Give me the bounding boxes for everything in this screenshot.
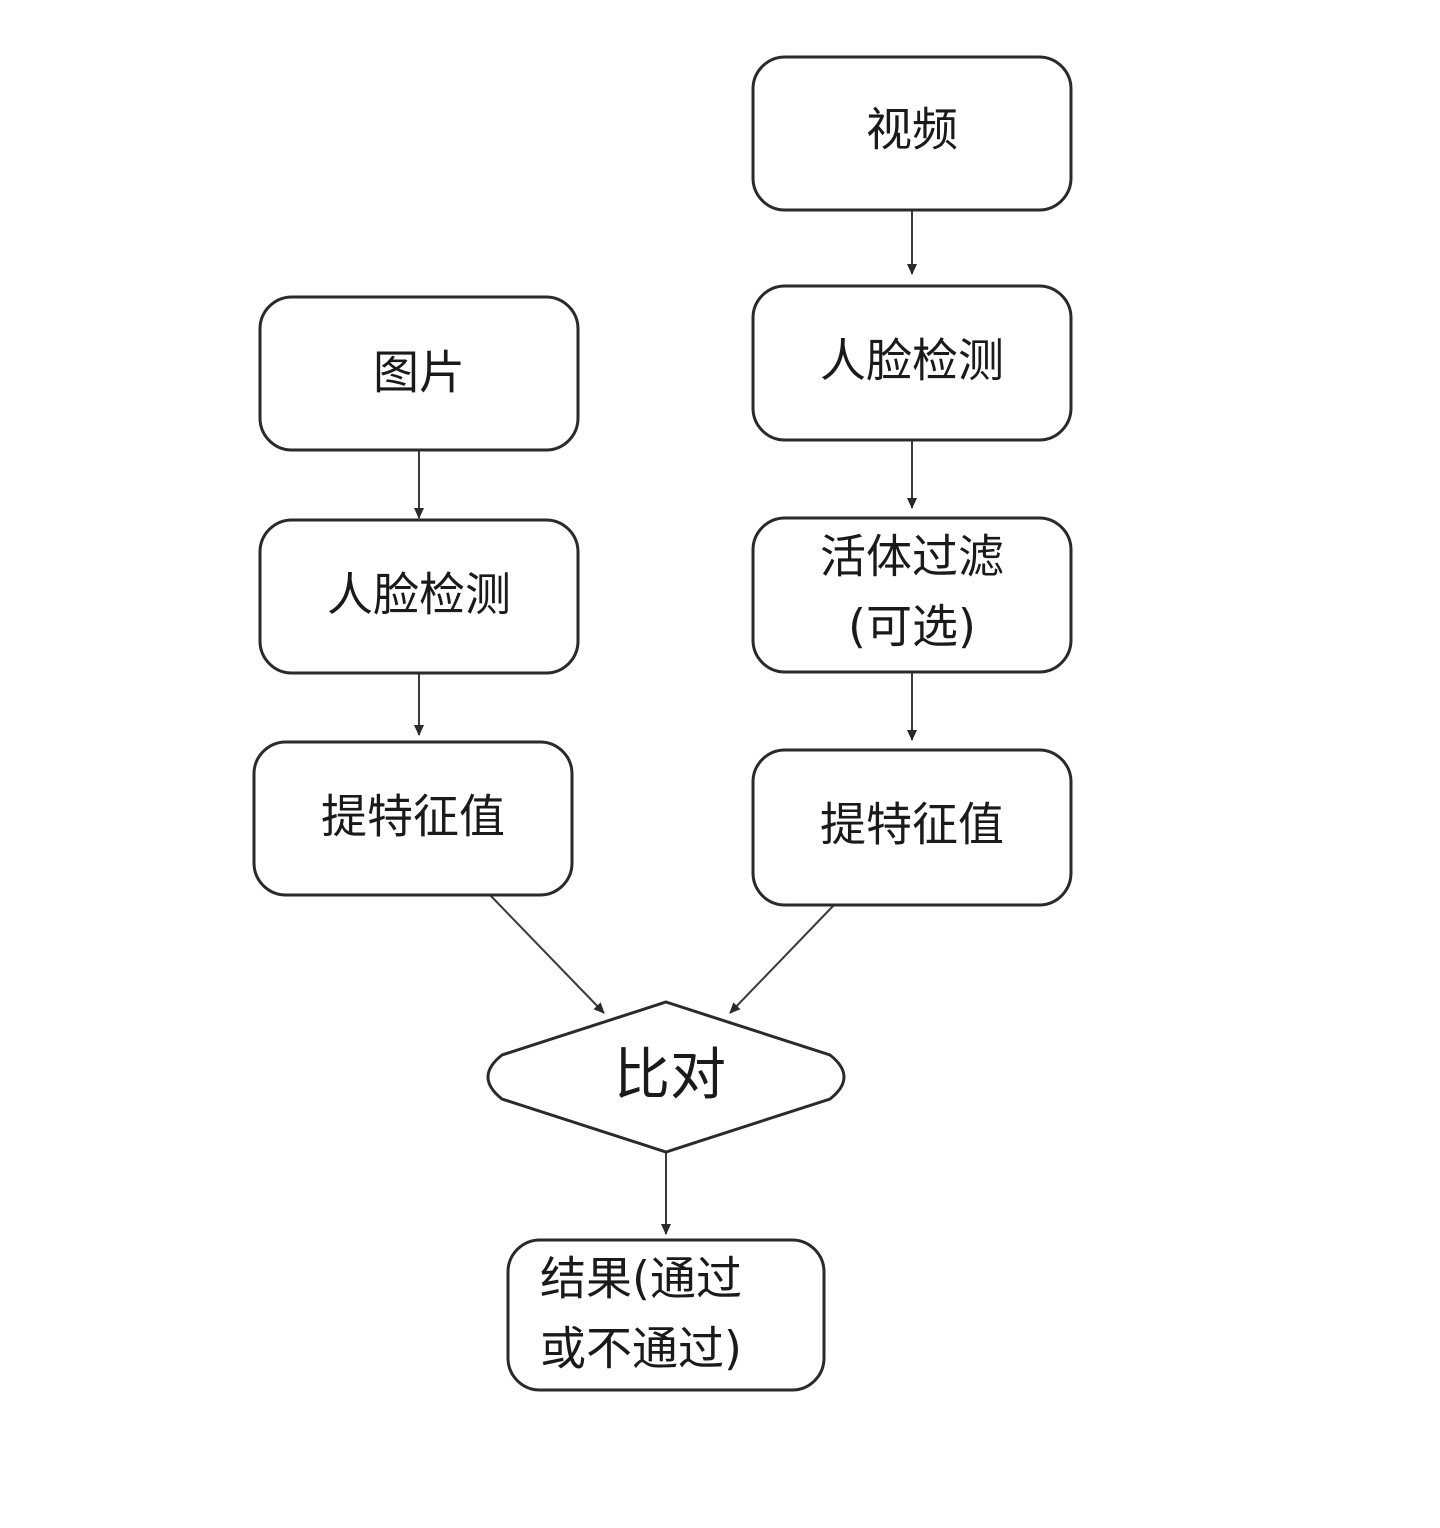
node-feature-left: 提特征值 bbox=[252, 740, 574, 897]
node-compare-label: 比对 bbox=[614, 1043, 726, 1108]
node-face-detect-left: 人脸检测 bbox=[258, 518, 580, 675]
node-face-detect-right-label: 人脸检测 bbox=[820, 334, 1004, 388]
node-compare: 比对 bbox=[486, 1000, 846, 1154]
node-feature-right-label: 提特征值 bbox=[820, 798, 1004, 852]
node-image: 图片 bbox=[258, 295, 580, 452]
node-liveness-label-line2: (可选) bbox=[848, 600, 976, 654]
node-face-detect-left-label: 人脸检测 bbox=[327, 568, 511, 622]
node-video: 视频 bbox=[751, 55, 1073, 212]
edges bbox=[414, 210, 917, 1235]
node-result-label-line2: 或不通过) bbox=[540, 1322, 742, 1376]
node-result-label-line1: 结果(通过 bbox=[540, 1252, 742, 1306]
node-image-label: 图片 bbox=[373, 346, 465, 400]
node-feature-left-label: 提特征值 bbox=[321, 790, 505, 844]
node-result: 结果(通过 或不通过) bbox=[506, 1238, 826, 1392]
node-video-label: 视频 bbox=[866, 103, 958, 157]
node-liveness: 活体过滤 (可选) bbox=[751, 516, 1073, 674]
node-liveness-label-line1: 活体过滤 bbox=[820, 530, 1004, 584]
edge-feature-right-to-compare bbox=[729, 904, 835, 1014]
edge-feature-left-to-compare bbox=[489, 894, 605, 1014]
node-face-detect-right: 人脸检测 bbox=[751, 284, 1073, 442]
node-feature-right: 提特征值 bbox=[751, 748, 1073, 907]
